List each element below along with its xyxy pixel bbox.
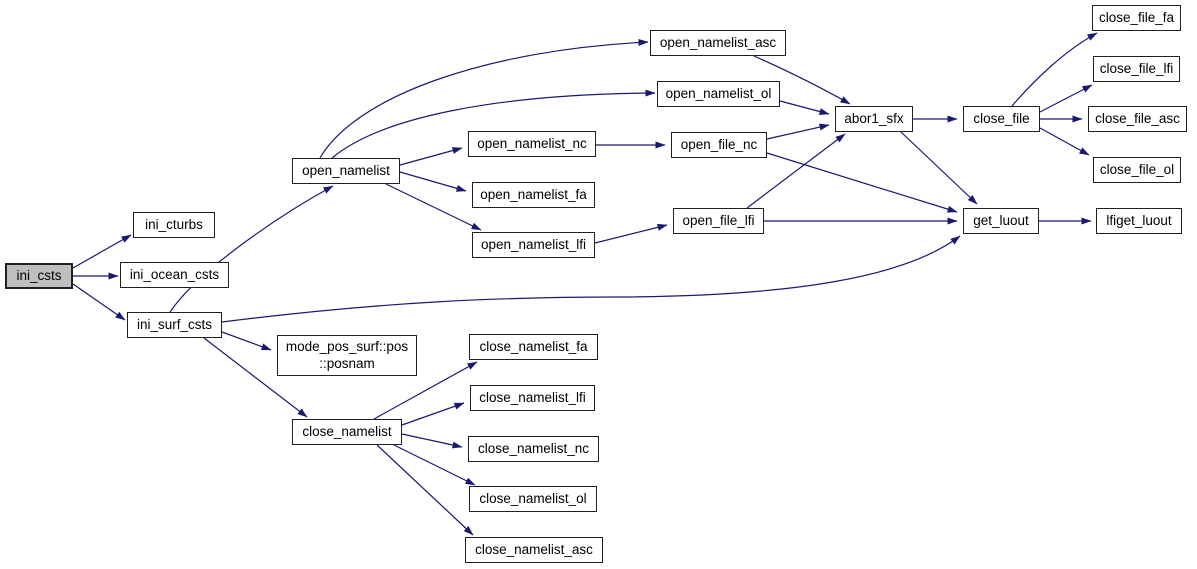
edge-ini_csts-ini_surf_csts (72, 283, 126, 321)
edge-abor1_sfx-get_luout (900, 131, 978, 205)
edge-open_file_nc-abor1_sfx (766, 123, 830, 140)
node-open_namelist_fa[interactable]: open_namelist_fa (472, 182, 595, 208)
edge-open_file_nc-get_luout (766, 152, 958, 213)
node-open_namelist[interactable]: open_namelist (292, 158, 400, 184)
node-close_file_lfi[interactable]: close_file_lfi (1093, 56, 1180, 82)
edge-ini_surf_csts-posnam (221, 331, 272, 351)
edge-close_file-close_file_lfi (1039, 84, 1093, 113)
node-close_namelist[interactable]: close_namelist (292, 419, 402, 445)
edge-close_namelist-close_namelist_fa (373, 361, 478, 420)
node-lfiget_luout[interactable]: lfiget_luout (1096, 208, 1182, 234)
node-open_namelist_ol[interactable]: open_namelist_ol (657, 81, 780, 107)
node-open_file_nc[interactable]: open_file_nc (671, 132, 767, 158)
node-posnam[interactable]: mode_pos_surf::pos ::posnam (277, 335, 417, 376)
edge-open_namelist_lfi-open_file_lfi (594, 223, 668, 244)
node-open_namelist_asc[interactable]: open_namelist_asc (650, 30, 786, 56)
node-close_file_asc[interactable]: close_file_asc (1088, 106, 1187, 132)
edge-open_namelist-open_namelist_lfi (385, 183, 482, 231)
node-close_namelist_asc[interactable]: close_namelist_asc (465, 537, 603, 563)
node-close_namelist_ol[interactable]: close_namelist_ol (469, 486, 597, 512)
node-open_file_lfi[interactable]: open_file_lfi (673, 208, 764, 234)
node-ini_ocean_csts[interactable]: ini_ocean_csts (120, 262, 229, 288)
edge-close_namelist-close_namelist_lfi (401, 402, 465, 426)
node-close_file_fa[interactable]: close_file_fa (1092, 5, 1181, 31)
edge-open_namelist-open_namelist_asc (319, 38, 649, 159)
edge-open_namelist-open_namelist_nc (399, 147, 463, 166)
edge-open_namelist_asc-abor1_sfx (753, 55, 851, 105)
edge-close_file-close_file_ol (1039, 127, 1090, 156)
node-close_namelist_lfi[interactable]: close_namelist_lfi (470, 385, 595, 411)
node-get_luout[interactable]: get_luout (963, 208, 1039, 234)
node-ini_cturbs[interactable]: ini_cturbs (133, 212, 215, 238)
edge-open_namelist_ol-abor1_sfx (779, 100, 830, 115)
edge-open_namelist-open_namelist_ol (331, 89, 656, 159)
edge-close_namelist-close_namelist_ol (393, 444, 476, 486)
node-ini_surf_csts[interactable]: ini_surf_csts (127, 312, 222, 338)
node-open_namelist_nc[interactable]: open_namelist_nc (468, 131, 596, 157)
edge-close_file-close_file_fa (1011, 32, 1098, 107)
node-close_namelist_fa[interactable]: close_namelist_fa (469, 334, 598, 360)
node-close_file[interactable]: close_file (963, 106, 1040, 132)
edge-open_namelist-open_namelist_fa (399, 171, 467, 192)
node-close_namelist_nc[interactable]: close_namelist_nc (468, 436, 599, 462)
edge-close_namelist-close_namelist_asc (376, 444, 474, 536)
edge-ini_surf_csts-open_namelist (169, 185, 334, 313)
node-abor1_sfx[interactable]: abor1_sfx (835, 106, 913, 132)
node-open_namelist_lfi[interactable]: open_namelist_lfi (472, 232, 595, 258)
edge-open_file_lfi-abor1_sfx (746, 133, 846, 209)
edge-close_namelist-close_namelist_nc (401, 433, 463, 449)
edge-ini_csts-ini_cturbs (72, 234, 132, 269)
node-close_file_ol[interactable]: close_file_ol (1093, 157, 1181, 183)
node-ini_csts[interactable]: ini_csts (5, 263, 73, 289)
edge-ini_surf_csts-get_luout (221, 235, 961, 323)
edge-ini_surf_csts-close_namelist (203, 337, 308, 418)
